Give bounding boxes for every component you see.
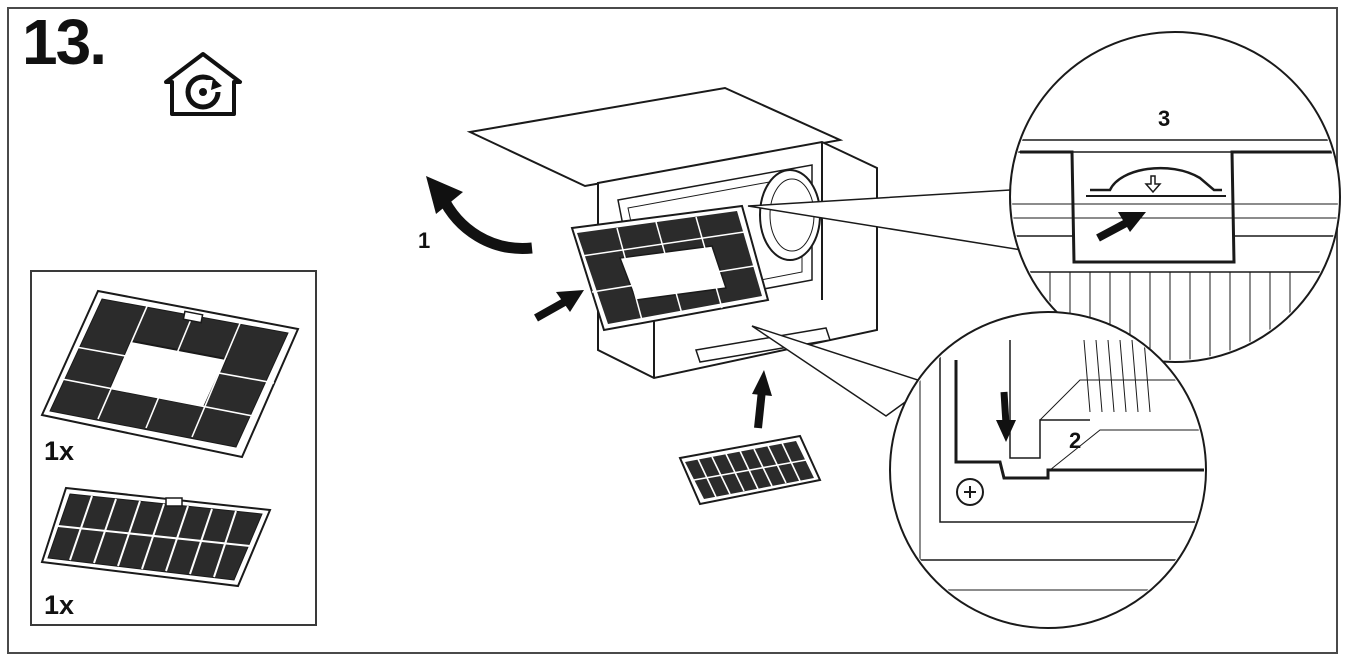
quantity-label: 1x [44,436,75,466]
illustration-frame [7,7,1338,654]
small-carbon-filter-illustration [40,486,272,588]
hood-lid [466,86,844,188]
callout-step-2: 2 [1069,428,1082,453]
insert-filter-arrow [534,296,570,322]
step-number: 13. [22,6,107,78]
grease-carbon-filter-illustration [40,289,300,459]
house-recirculation-icon [164,52,242,116]
quantity-label: 1x [44,590,75,620]
insert-small-filter-arrow [754,389,766,429]
callout-step-1: 1 [418,228,431,253]
remove-lid-arrow [437,193,533,254]
callout-step-3: 3 [1158,106,1171,131]
